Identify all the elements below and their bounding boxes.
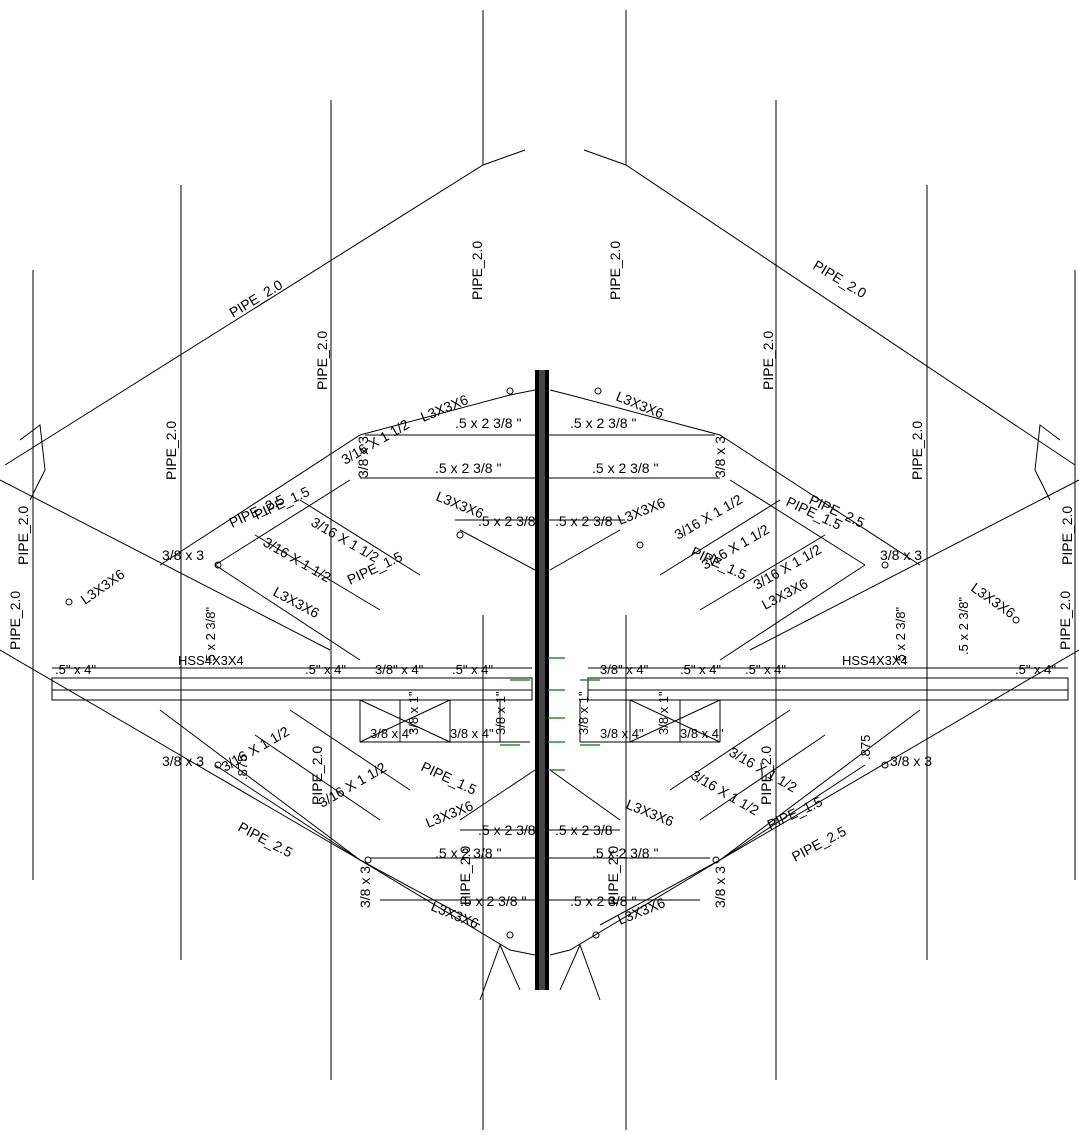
label-58x4-7: .5" x 4": [745, 662, 786, 677]
label-pipe20-low-a: PIPE_2.0: [457, 846, 473, 905]
label-pipe-vert-2: PIPE_2.0: [607, 241, 623, 300]
label-plate-top-6: .5 x 2 3/8: [555, 513, 613, 529]
label-5x238-vert-b: .5 x 2 3/8": [893, 607, 908, 665]
label-38x4-a: 3/8 x 4": [370, 726, 414, 741]
label-58x4-5: 3/8" x 4": [600, 662, 649, 677]
label-58x4-6: .5" x 4": [680, 662, 721, 677]
label-38x4-b: 3/8 x 4": [450, 726, 494, 741]
label-pipe15-e: PIPE_1.5: [419, 758, 480, 798]
label-pipe-vert-6: PIPE_2.0: [909, 421, 925, 480]
label-pipe-vert-3: PIPE_2.0: [314, 331, 330, 390]
label-38x1-a: 3/8 x 1": [406, 691, 421, 735]
label-pipe-vert-1: PIPE_2.0: [469, 241, 485, 300]
label-38x3-f: 3/8 x 3: [890, 753, 932, 769]
central-spine: [535, 370, 549, 990]
column-lines: [32, 10, 1076, 1130]
label-pipe-vert-8: PIPE_2.0: [1059, 506, 1075, 565]
label-316-d: 3/16 X 1 1/2: [672, 491, 746, 543]
label-pipe25-c: PIPE_2.5: [236, 819, 296, 861]
label-316-c: 3/16 X 1 1/2: [261, 534, 335, 586]
label-l3-g: L3X3X6: [271, 584, 323, 622]
label-5x238-vert-c: .5 x 2 3/8": [956, 597, 971, 655]
node-markers: [65, 387, 1020, 939]
label-plate-top-3: .5 x 2 3/8 ": [435, 460, 501, 476]
lower-ring: [159, 709, 921, 1001]
label-58x4-8: .5" x 4": [1015, 662, 1056, 677]
label-plate-top-2: .5 x 2 3/8 ": [570, 415, 636, 431]
upper-ring: [159, 389, 921, 661]
label-plate-bot-2: .5 x 2 3/8: [555, 822, 613, 838]
label-pipe20-low-b: PIPE_2.0: [605, 846, 621, 905]
label-58x4-4: .5" x 4": [452, 662, 493, 677]
label-pipe-vert-10: PIPE_2.0: [1057, 591, 1073, 650]
label-58x4-2: .5" x 4": [305, 662, 346, 677]
label-38x4-c: 3/8 x 4": [600, 726, 644, 741]
label-pipe15-a: PIPE_1.5: [252, 483, 313, 523]
label-pipe-top-left: PIPE_2.0: [226, 276, 285, 320]
label-875-a: .875: [235, 755, 250, 780]
label-pipe-vert-4: PIPE_2.0: [760, 331, 776, 390]
label-l3-i: L3X3X6: [423, 797, 475, 831]
label-plate-bot-3: .5 x 2 3/8 ": [435, 845, 501, 861]
label-316-g: 3/16 X 1 1/2: [219, 723, 293, 775]
label-pipe25-d: PIPE_2.5: [789, 823, 849, 865]
label-l3-d: L3X3X6: [615, 494, 667, 528]
label-316-h: 3/16 X 1 1/2: [316, 759, 390, 811]
label-58x4-3: 3/8" x 4": [375, 662, 424, 677]
label-316-j: 3/16 X 1 1/2: [689, 767, 763, 819]
label-38x4-d: 3/8 x 4": [680, 726, 724, 741]
label-58x4-1: .5" x 4": [55, 662, 96, 677]
label-875-b: .875: [858, 735, 873, 760]
label-38x3-h: 3/8 x 3: [712, 866, 728, 908]
label-38x1-b: 3/8 x 1": [493, 691, 508, 735]
label-38x1-c: 3/8 x 1": [576, 691, 591, 735]
support-marks: [500, 657, 600, 771]
label-38x3-a: 3/8 x 3: [355, 436, 371, 478]
label-hss-a: HSS4X3X4: [178, 653, 244, 668]
label-plate-bot-5: .5 x 2 3/8 ": [460, 893, 526, 909]
label-38x3-d: 3/8 x 3: [880, 547, 922, 563]
label-l3-j: L3X3X6: [624, 796, 676, 830]
label-plate-top-1: .5 x 2 3/8 ": [455, 415, 521, 431]
label-pipe20-low-d: PIPE_2.0: [758, 746, 774, 805]
label-l3-e: L3X3X6: [78, 566, 128, 608]
label-plate-top-4: .5 x 2 3/8 ": [592, 460, 658, 476]
label-pipe-vert-7: PIPE_2.0: [15, 506, 31, 565]
label-pipe20-low-c: PIPE_2.0: [309, 746, 325, 805]
label-hss-b: HSS4X3X4: [842, 653, 908, 668]
label-38x3-b: 3/8 x 3: [712, 436, 728, 478]
label-l3-f: L3X3X6: [968, 579, 1018, 621]
label-38x3-e: 3/8 x 3: [162, 753, 204, 769]
label-38x1-d: 3/8 x 1": [656, 691, 671, 735]
label-plate-top-5: .5 x 2 3/8: [478, 513, 536, 529]
label-plate-bot-6: .5 x 2 3/8 ": [570, 893, 636, 909]
outer-frame: [0, 149, 1079, 926]
label-316-b: 3/16 X 1 1/2: [309, 514, 383, 566]
label-5x238-vert-a: .5 x 2 3/8": [203, 607, 218, 665]
horizontal-band: [51, 667, 1069, 743]
label-plate-bot-1: .5 x 2 3/8: [478, 822, 536, 838]
label-plate-bot-4: .5 x 2 3/8 ": [592, 845, 658, 861]
label-pipe-vert-9: PIPE_2.0: [7, 591, 23, 650]
label-38x3-c: 3/8 x 3: [162, 547, 204, 563]
label-pipe-vert-5: PIPE_2.0: [163, 421, 179, 480]
label-38x3-g: 3/8 x 3: [357, 866, 373, 908]
